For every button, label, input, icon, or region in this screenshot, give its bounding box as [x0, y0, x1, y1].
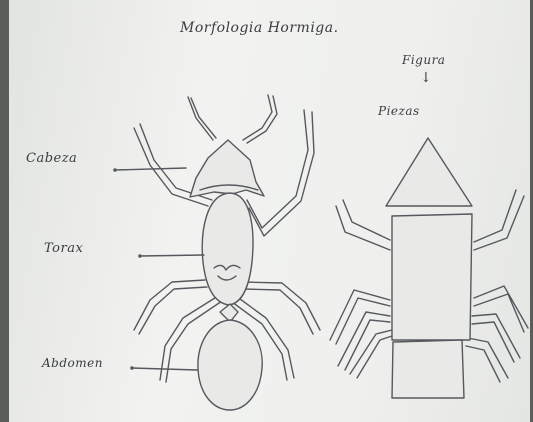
- ant-leg-front-right: [247, 110, 314, 236]
- figure-rectangle-body: [392, 214, 472, 340]
- ant-antenna-left: [188, 97, 216, 140]
- label-figure: Figura: [402, 53, 445, 67]
- arrow-down-icon: ↓: [420, 70, 432, 86]
- figure-leg-left-3: [350, 330, 392, 378]
- figure-leg-left-2: [338, 312, 390, 370]
- pointer-line-thorax: [140, 255, 204, 256]
- label-head: Cabeza: [26, 151, 77, 166]
- ant-leg-middle-left: [134, 280, 207, 334]
- pointer-dot-head: [113, 168, 117, 172]
- pointer-dot-thorax: [138, 254, 142, 258]
- ant-antenna-right: [243, 95, 277, 143]
- figure-arm-left: [336, 200, 390, 250]
- ant-petiole: [220, 304, 238, 322]
- label-abdomen: Abdomen: [42, 356, 103, 370]
- label-thorax: Torax: [44, 241, 83, 256]
- figure-leg-right-1: [474, 286, 528, 332]
- ant-drawing: [134, 95, 320, 410]
- pointer-line-abdomen: [132, 368, 197, 370]
- ant-abdomen: [198, 320, 262, 410]
- drawing-title: Morfologia Hormiga.: [180, 20, 339, 36]
- figure-leg-right-3: [466, 338, 508, 382]
- figure-triangle-head: [386, 138, 472, 206]
- figure-leg-right-2: [472, 314, 520, 362]
- figure-square-lower: [392, 340, 464, 398]
- pointer-line-head: [115, 168, 186, 170]
- figure-leg-left-1: [330, 290, 390, 344]
- pointer-dot-abdomen: [130, 366, 134, 370]
- ant-leg-middle-right: [242, 282, 320, 334]
- shape-figure-drawing: [330, 138, 528, 398]
- figure-arm-right: [474, 190, 524, 250]
- ant-thorax: [202, 193, 253, 305]
- label-pieces: Piezas: [378, 104, 420, 118]
